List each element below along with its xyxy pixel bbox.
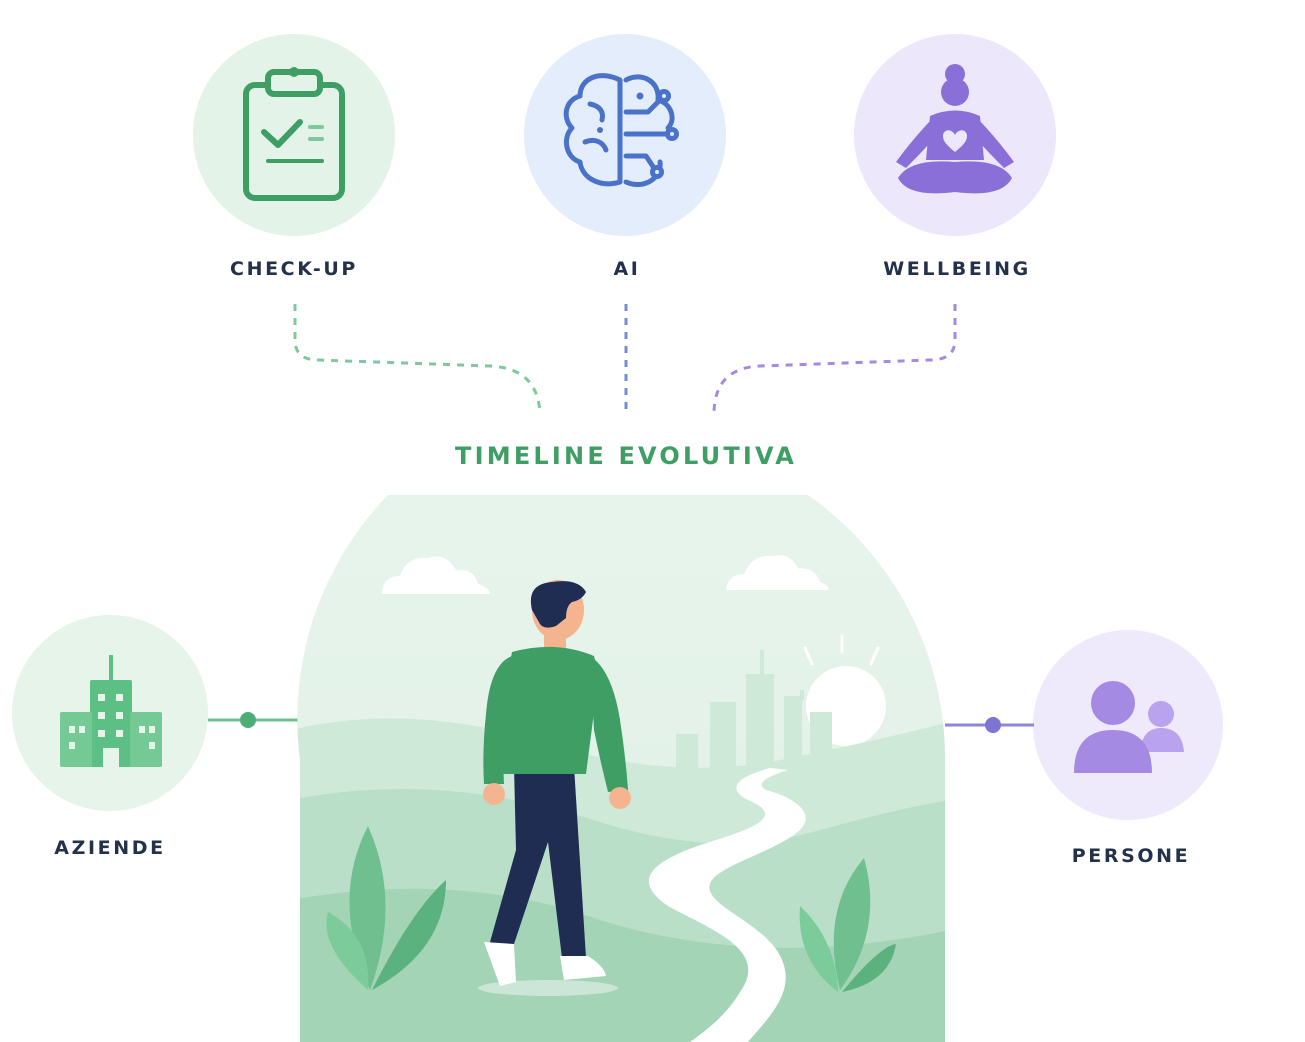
timeline-title: TIMELINE EVOLUTIVA xyxy=(455,442,797,470)
checkup-circle xyxy=(193,34,395,236)
persone-label: PERSONE xyxy=(1071,845,1191,867)
aziende-connector-dot xyxy=(240,712,256,728)
clipboard-check-icon xyxy=(243,67,345,201)
persone-connector-dot xyxy=(985,717,1001,733)
checkup-label: CHECK-UP xyxy=(230,258,358,280)
wellbeing-label: WELLBEING xyxy=(883,258,1031,280)
people-icon xyxy=(1074,681,1184,773)
building-icon xyxy=(60,655,162,767)
brain-circuit-icon xyxy=(563,73,679,187)
meditation-icon xyxy=(896,64,1014,194)
wellbeing-connector xyxy=(712,304,957,415)
aziende-label: AZIENDE xyxy=(54,837,166,859)
scene-illustration xyxy=(297,495,946,1042)
checkup-connector xyxy=(293,304,542,415)
walking-person xyxy=(483,580,631,986)
ai-label: AI xyxy=(613,258,641,280)
persone-circle xyxy=(1033,630,1223,820)
